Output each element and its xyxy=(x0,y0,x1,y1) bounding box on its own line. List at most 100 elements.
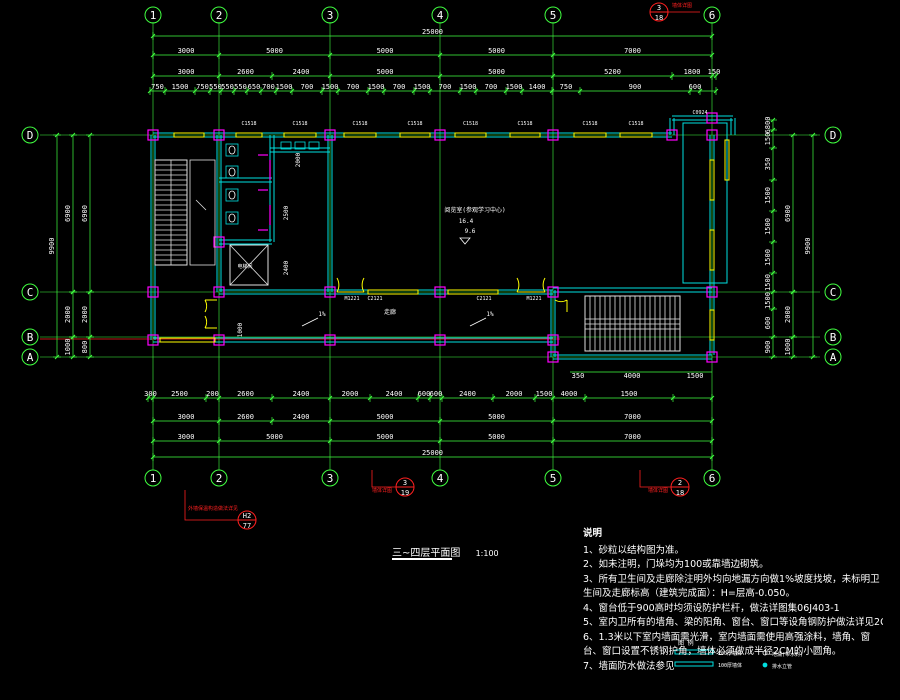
dim-label: 3000 xyxy=(178,433,195,441)
slope-arrow xyxy=(301,317,319,327)
stair-arrow xyxy=(195,199,207,211)
dim-slash xyxy=(150,438,156,444)
column xyxy=(213,236,225,248)
column xyxy=(434,286,446,298)
stair-shaft-wall xyxy=(682,122,728,284)
dim-slash xyxy=(713,88,719,94)
callout-note: 墙体详图 xyxy=(648,487,668,494)
dim-slash xyxy=(70,132,76,138)
legend-item: 100厚墙体 xyxy=(718,662,742,669)
dim-label: 2000 xyxy=(81,306,89,323)
elevator-car xyxy=(229,244,269,286)
callout-leader xyxy=(371,470,396,488)
dim-total: 25000 xyxy=(422,28,443,36)
dim-label: 1500 xyxy=(621,390,638,398)
toilet-stall xyxy=(225,165,239,179)
grid-label-3: 3 xyxy=(327,9,334,22)
dim-slash xyxy=(437,52,443,58)
grid-bubble xyxy=(321,6,339,24)
dim-slash xyxy=(790,289,796,295)
washbasin xyxy=(294,141,306,150)
column xyxy=(706,112,718,124)
dim-slash xyxy=(790,354,796,360)
dim-slash xyxy=(289,88,295,94)
dim-slash xyxy=(670,395,676,401)
dim-label: 2400 xyxy=(386,390,403,398)
callout-leader xyxy=(184,490,238,521)
dim-slash xyxy=(244,88,250,94)
dim-slash xyxy=(790,334,796,340)
dim-slash xyxy=(150,73,156,79)
dim-label: 150 xyxy=(708,68,721,76)
dim-slash xyxy=(192,88,198,94)
dim-slash xyxy=(709,438,715,444)
grid-label-C: C xyxy=(27,286,34,299)
dim-label: 7000 xyxy=(624,413,641,421)
dim-slash xyxy=(713,73,719,79)
grid-bubble xyxy=(144,6,162,24)
grid-label-6: 6 xyxy=(709,472,716,485)
dim-label: 1500 xyxy=(764,249,772,266)
dim-label: 750 xyxy=(560,83,573,91)
dim-slash xyxy=(770,289,776,295)
callout-note: 墙体详图 xyxy=(372,487,392,494)
note-item: 3、所有卫生间及走廊除注明外均向地漏方向做1%坡度找坡，未标明卫生间及走廊标高（… xyxy=(583,573,880,600)
dim-label: 6800 xyxy=(764,117,772,134)
wall-layer xyxy=(147,112,736,363)
dim-slash xyxy=(709,454,715,460)
dimension-layer xyxy=(21,6,842,487)
column xyxy=(213,129,225,141)
dim-slash xyxy=(532,395,538,401)
grid-bubble xyxy=(431,6,449,24)
grid-bubble xyxy=(824,283,842,301)
dim-slash xyxy=(70,289,76,295)
window-tag: C1518 xyxy=(517,121,532,127)
dim-slash xyxy=(269,395,275,401)
window xyxy=(509,132,541,138)
dim-label: 600 xyxy=(418,390,431,398)
plan-scale: 1:100 xyxy=(475,549,499,558)
dim-label: 750 xyxy=(151,83,164,91)
toilet-stall xyxy=(225,143,239,157)
grid-label-4: 4 xyxy=(437,9,444,22)
window xyxy=(367,289,419,295)
dim-slash xyxy=(687,88,693,94)
note-item: 1、砂粒以结构图为准。 xyxy=(583,544,685,556)
window-tag: C2121 xyxy=(476,296,491,302)
note-item: 2、如未注明，门垛均为100或靠墙边砌筑。 xyxy=(583,559,769,570)
dim-slash xyxy=(770,354,776,360)
toilet-bowl xyxy=(228,145,236,155)
dim-label: 2000 xyxy=(506,390,523,398)
dim-label: 1500 xyxy=(764,274,772,291)
column xyxy=(547,351,559,363)
grid-bubble xyxy=(544,469,562,487)
dim-label: 1500 xyxy=(460,83,477,91)
dim-label: 5000 xyxy=(377,68,394,76)
dim-slash xyxy=(709,73,715,79)
callout-note: 墙体详图 xyxy=(672,2,692,9)
dim-label: 2600 xyxy=(237,390,254,398)
dim-label: 700 xyxy=(485,83,498,91)
dim-slash xyxy=(150,454,156,460)
stair-right xyxy=(584,295,681,352)
callout-leader xyxy=(639,470,671,488)
dim-label: 550 xyxy=(209,83,222,91)
dim-slash xyxy=(709,52,715,58)
dim-label: 2600 xyxy=(237,413,254,421)
dim-slash xyxy=(411,88,417,94)
dim-label: 5000 xyxy=(488,413,505,421)
dim-label: 5000 xyxy=(266,47,283,55)
dim-slash xyxy=(162,88,168,94)
dim-slash xyxy=(150,52,156,58)
dim-slash xyxy=(147,88,153,94)
dim-slash xyxy=(549,88,555,94)
dim-label: 6900 xyxy=(64,205,72,222)
dim-label: 3000 xyxy=(178,47,195,55)
dim-label: 600 xyxy=(430,390,443,398)
dim-label: 9900 xyxy=(804,238,812,255)
dim-slash xyxy=(269,418,275,424)
dim-label: 1800 xyxy=(684,68,701,76)
window xyxy=(724,139,730,181)
callout-number: 2 xyxy=(678,479,682,487)
callout-number: 3 xyxy=(403,479,407,487)
